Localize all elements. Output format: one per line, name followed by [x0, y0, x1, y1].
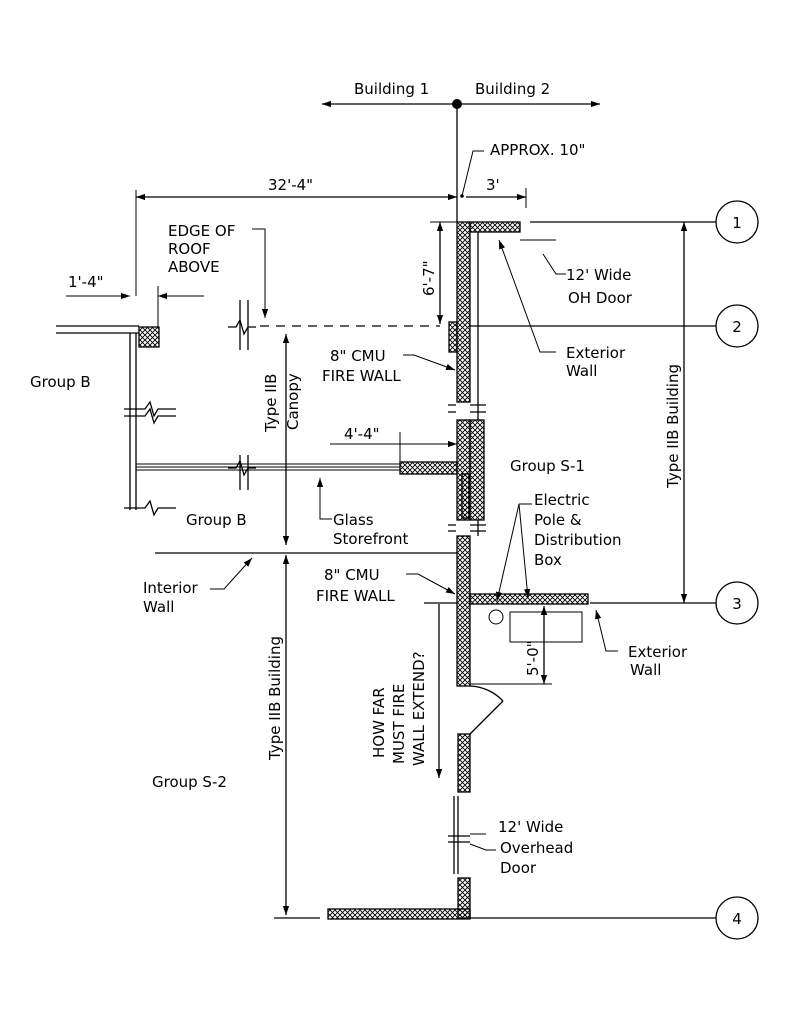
oh-door-bottom-line-3: Door: [500, 859, 537, 877]
oh-door-top-line-2: OH Door: [568, 289, 633, 307]
canopy-line-2: Canopy: [284, 373, 302, 430]
door-swing: [469, 685, 504, 735]
roof-edge-line: [56, 325, 440, 510]
grid-3-label: 3: [732, 595, 742, 613]
grid-bubble-4: 4: [715, 896, 759, 940]
approx-label: APPROX. 10": [490, 141, 585, 159]
oh-door-top-callout: 12' Wide OH Door: [520, 239, 633, 307]
grid-lines: [155, 221, 716, 919]
dim-3-text: 3': [486, 176, 500, 194]
oh-door-bottom-line-1: 12' Wide: [498, 818, 563, 836]
cmu-1-callout: 8" CMU FIRE WALL: [322, 347, 456, 385]
type-iib-right-text: Type IIB Building: [664, 364, 682, 489]
question-callout: HOW FAR MUST FIRE WALL EXTEND?: [370, 604, 443, 778]
grid-4-label: 4: [732, 910, 742, 928]
building-1-label: Building 1: [354, 80, 429, 98]
interior-callout: Interior Wall: [143, 557, 253, 616]
oh-door-bottom: 12' Wide Overhead Door: [453, 796, 573, 877]
dim-3: 3': [466, 176, 527, 208]
edge-roof-callout: EDGE OF ROOF ABOVE: [168, 222, 269, 318]
canopy-dim: Type IIB Canopy: [262, 334, 302, 545]
dim-6-7-text: 6'-7": [420, 260, 438, 296]
question-line-1: HOW FAR: [370, 687, 388, 758]
edge-roof-line-2: ROOF: [168, 240, 211, 258]
cmu-2-line-2: FIRE WALL: [316, 587, 395, 605]
dim-32-4: 32'-4": [135, 176, 458, 296]
edge-roof-line-3: ABOVE: [168, 258, 220, 276]
exterior-wall-2-line-2: Wall: [630, 661, 661, 679]
group-b-lower: Group B: [186, 511, 247, 529]
glass-line-1: Glass: [333, 511, 374, 529]
dim-32-4-text: 32'-4": [268, 176, 313, 194]
cmu-1-line-1: 8" CMU: [330, 347, 386, 365]
dim-1-4-text: 1'-4": [68, 273, 104, 291]
exterior-wall-2-line-1: Exterior: [628, 643, 688, 661]
question-line-3: WALL EXTEND?: [410, 651, 428, 766]
type-iib-left-text: Type IIB Building: [266, 636, 284, 761]
dim-4-4: 4'-4": [330, 425, 457, 462]
electric-line-1: Electric: [534, 491, 590, 509]
cmu-1-line-2: FIRE WALL: [322, 367, 401, 385]
electric-line-2: Pole &: [534, 511, 582, 529]
dim-5-0-text: 5'-0": [524, 640, 542, 676]
group-s2-label: Group S-2: [152, 773, 227, 791]
interior-line-2: Wall: [143, 598, 174, 616]
grid-bubble-2: 2: [715, 304, 759, 348]
approx-callout: APPROX. 10": [460, 141, 585, 198]
grid-1-label: 1: [732, 214, 742, 232]
electric-equipment: [488, 609, 583, 643]
dim-1-4: 1'-4": [66, 273, 204, 327]
dim-6-7: 6'-7": [420, 221, 460, 324]
glass-callout: Glass Storefront: [316, 478, 408, 548]
break-symbols: [124, 300, 486, 843]
grid-bubble-1: 1: [715, 200, 759, 244]
group-s1-label: Group S-1: [510, 457, 585, 475]
glass-line-2: Storefront: [333, 530, 408, 548]
group-b-upper: Group B: [30, 373, 91, 391]
interior-line-1: Interior: [143, 579, 199, 597]
electric-line-4: Box: [534, 551, 562, 569]
question-line-2: MUST FIRE: [390, 684, 408, 764]
grid-2-label: 2: [732, 318, 742, 336]
oh-door-bottom-line-2: Overhead: [500, 839, 573, 857]
electric-line-3: Distribution: [534, 531, 622, 549]
canopy-line-1: Type IIB: [262, 374, 280, 433]
type-iib-left-dim: Type IIB Building: [266, 555, 290, 915]
dim-4-4-text: 4'-4": [344, 425, 380, 443]
storefront: [135, 461, 470, 519]
exterior-wall-1-line-1: Exterior: [566, 344, 626, 362]
type-iib-right-dim: Type IIB Building: [664, 222, 688, 603]
exterior-wall-1-line-2: Wall: [566, 362, 597, 380]
grid-bubble-3: 3: [715, 581, 759, 625]
building-line: Building 1 Building 2: [322, 80, 600, 222]
cmu-2-line-1: 8" CMU: [324, 566, 380, 584]
oh-door-top-line-1: 12' Wide: [566, 266, 631, 284]
cmu-2-callout: 8" CMU FIRE WALL: [316, 566, 456, 605]
building-2-label: Building 2: [475, 80, 550, 98]
electric-callout: Electric Pole & Distribution Box: [495, 491, 622, 602]
dim-5-0: 5'-0": [470, 606, 552, 685]
fire-wall: [138, 221, 589, 920]
exterior-wall-1-callout: Exterior Wall: [498, 239, 626, 380]
exterior-wall-2-callout: Exterior Wall: [595, 609, 688, 679]
edge-roof-line-1: EDGE OF: [168, 222, 235, 240]
